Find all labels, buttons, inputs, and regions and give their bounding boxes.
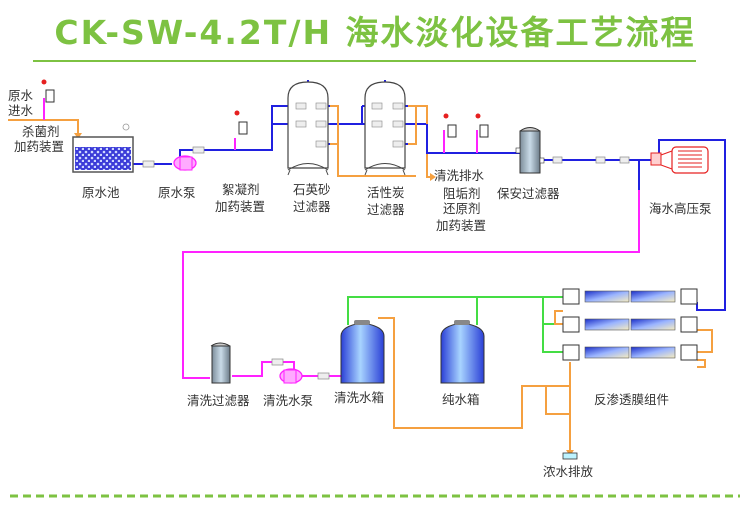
cleaning-filter bbox=[210, 342, 231, 384]
quartz-sand-filter bbox=[287, 81, 329, 176]
label-high-pressure-pump: 海水高压泵 bbox=[649, 201, 712, 216]
raw-water-pipe-4 bbox=[540, 156, 654, 190]
flocculant-dosing-device bbox=[234, 110, 248, 135]
label-carbon-1: 活性炭 bbox=[367, 185, 405, 200]
title-divider bbox=[33, 60, 696, 62]
ro-membrane-3 bbox=[562, 344, 698, 361]
label-flocculant-2: 加药装置 bbox=[215, 199, 265, 214]
label-backwash-drain: 清洗排水 bbox=[434, 168, 485, 183]
label-ro-membrane: 反渗透膜组件 bbox=[594, 392, 669, 407]
label-quartz-2: 过滤器 bbox=[293, 199, 331, 214]
high-pressure-pipe bbox=[658, 139, 726, 311]
page-title: CK-SW-4.2T/H 海水淡化设备工艺流程 bbox=[54, 13, 696, 52]
antiscalant-dosing-device-1 bbox=[443, 113, 457, 138]
label-raw-water-inlet-1: 原水 bbox=[8, 88, 34, 103]
label-carbon-2: 过滤器 bbox=[367, 202, 405, 217]
label-quartz-1: 石英砂 bbox=[293, 182, 331, 197]
label-bactericide-1: 杀菌剂 bbox=[22, 124, 60, 139]
pure-water-tank bbox=[440, 320, 485, 384]
label-antiscalant-1: 阻垢剂 bbox=[443, 186, 481, 201]
cleaning-loop-pipe bbox=[182, 190, 640, 380]
cleaning-pump bbox=[279, 368, 303, 384]
label-security-filter: 保安过滤器 bbox=[497, 186, 560, 201]
label-raw-water-tank: 原水池 bbox=[82, 185, 120, 200]
security-filter bbox=[515, 127, 545, 174]
raw-water-pipe-1 bbox=[130, 160, 172, 168]
label-cleaning-pump: 清洗水泵 bbox=[263, 393, 313, 408]
bactericide-dosing-device bbox=[41, 79, 55, 103]
label-concentrate-discharge: 浓水排放 bbox=[543, 464, 594, 479]
raw-water-pipe-3 bbox=[426, 124, 520, 154]
label-pure-water-tank: 纯水箱 bbox=[442, 392, 480, 407]
concentrate-discharge-basin bbox=[562, 452, 578, 460]
product-water-pipe bbox=[347, 296, 563, 353]
label-cleaning-tank: 清洗水箱 bbox=[334, 390, 384, 405]
label-antiscalant-2: 还原剂 bbox=[443, 201, 481, 216]
antiscalant-dosing-device-2 bbox=[475, 113, 489, 138]
label-cleaning-filter: 清洗过滤器 bbox=[187, 393, 250, 408]
label-raw-water-inlet-2: 进水 bbox=[8, 103, 34, 118]
label-raw-water-pump: 原水泵 bbox=[158, 185, 196, 200]
cleaning-water-tank bbox=[340, 320, 385, 384]
label-antiscalant-3: 加药装置 bbox=[436, 218, 486, 233]
high-pressure-pump bbox=[650, 146, 709, 174]
raw-water-pump bbox=[173, 155, 197, 171]
label-flocculant-1: 絮凝剂 bbox=[222, 182, 260, 197]
activated-carbon-filter bbox=[364, 81, 406, 176]
concentrate-pipe bbox=[378, 310, 713, 456]
label-bactericide-2: 加药装置 bbox=[14, 139, 64, 154]
ro-membrane-1 bbox=[562, 288, 698, 305]
raw-water-tank bbox=[72, 123, 134, 173]
ro-membrane-2 bbox=[562, 316, 698, 333]
raw-water-inlet-pipe bbox=[8, 119, 82, 139]
